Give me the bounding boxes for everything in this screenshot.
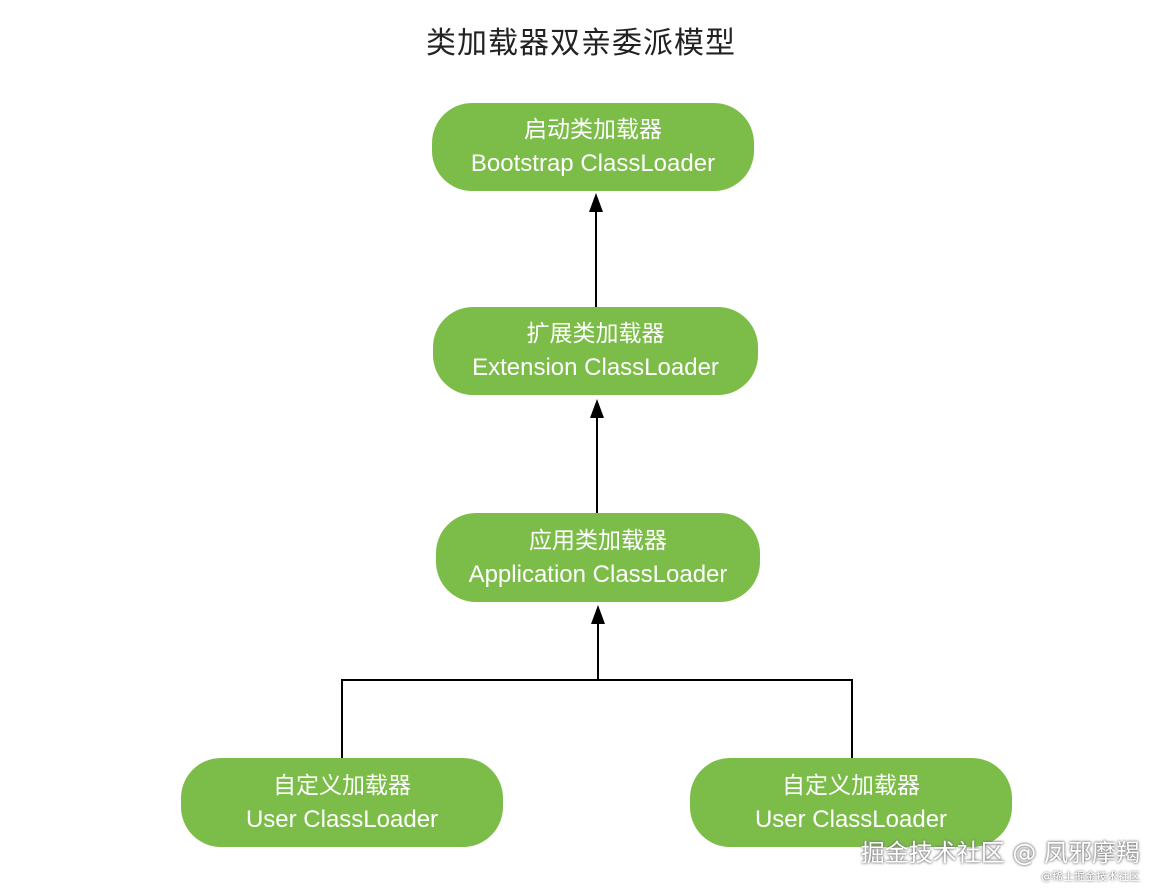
node-user2-cn-label: 自定义加载器 — [782, 772, 920, 799]
node-user-classloader-right: 自定义加载器 User ClassLoader — [690, 758, 1012, 847]
node-application-en-label: Application ClassLoader — [468, 560, 728, 588]
watermark-small-text: @稀土掘金技术社区 — [1041, 870, 1140, 883]
node-user-classloader-left: 自定义加载器 User ClassLoader — [181, 758, 503, 847]
node-bootstrap-en-label: Bootstrap ClassLoader — [470, 150, 716, 177]
node-extension-cn-label: 扩展类加载器 — [526, 321, 665, 347]
watermark-text: 掘金技术社区 @ 凤邪摩羯 — [860, 839, 1140, 867]
diagram-title: 类加载器双亲委派模型 — [426, 26, 736, 61]
node-bootstrap-classloader: 启动类加载器 Bootstrap ClassLoader — [432, 103, 754, 191]
node-user1-cn-label: 自定义加载器 — [273, 772, 411, 799]
node-bootstrap-cn-label: 启动类加载器 — [524, 117, 662, 143]
arrowhead-bootstrap — [589, 193, 603, 212]
arrowhead-extension — [590, 399, 604, 418]
node-application-classloader: 应用类加载器 Application ClassLoader — [436, 513, 760, 602]
node-extension-en-label: Extension ClassLoader — [472, 354, 719, 381]
node-application-cn-label: 应用类加载器 — [529, 527, 667, 554]
node-user2-en-label: User ClassLoader — [754, 805, 948, 833]
node-extension-classloader: 扩展类加载器 Extension ClassLoader — [433, 307, 758, 395]
arrowhead-application — [591, 605, 605, 624]
node-user1-en-label: User ClassLoader — [245, 805, 439, 833]
